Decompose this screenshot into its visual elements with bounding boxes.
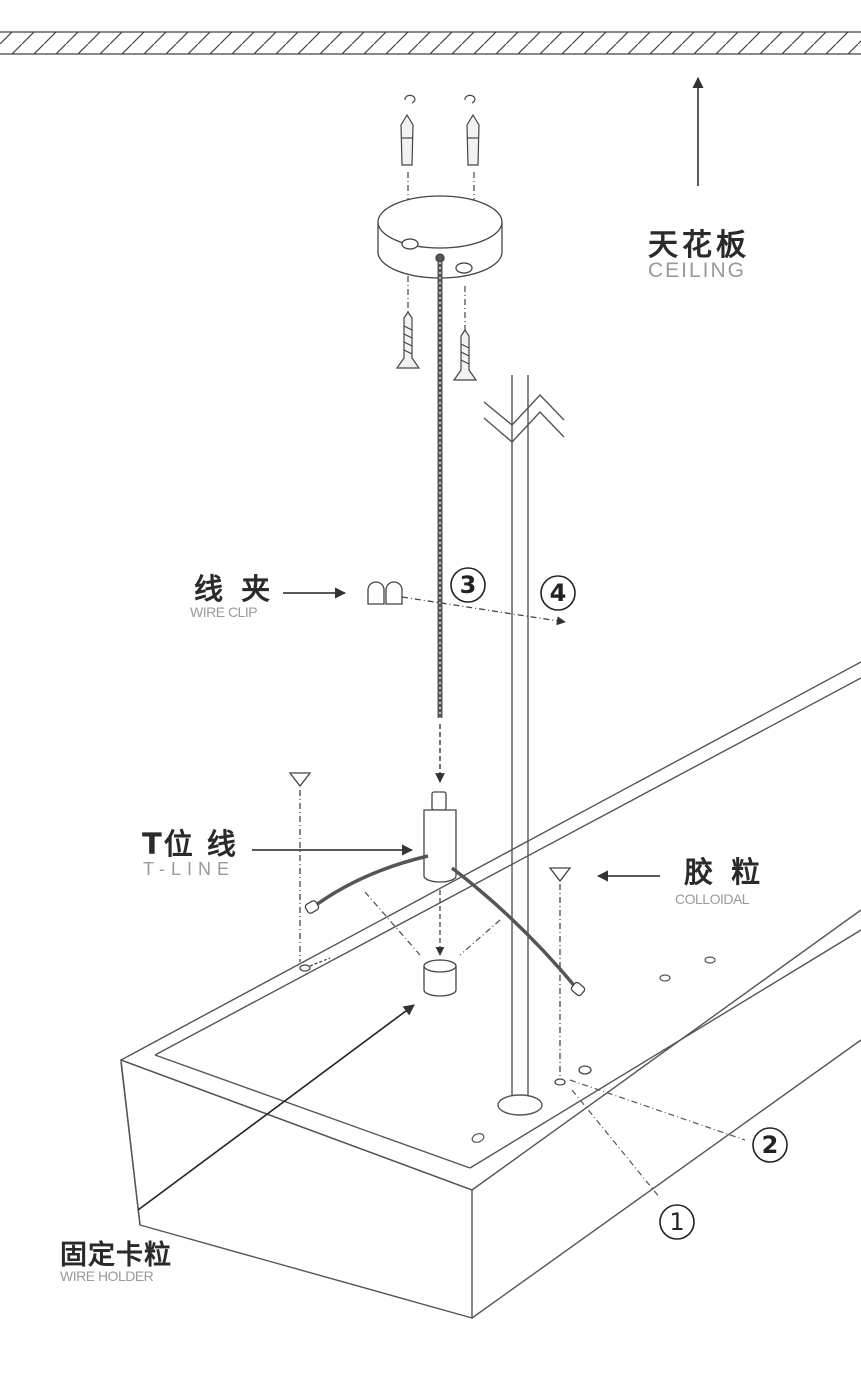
step-4-number: 4 xyxy=(549,579,567,607)
step-3-circle xyxy=(450,567,486,603)
wire-clip-part xyxy=(367,581,566,626)
t-line-label-en: T-LINE xyxy=(143,859,236,879)
wire-holder-part xyxy=(364,891,501,997)
ceiling-canopy xyxy=(377,195,503,279)
body-holes xyxy=(471,956,716,1143)
step-leaders xyxy=(569,1079,746,1199)
wire-holder-arrow xyxy=(137,1004,415,1211)
step-1-circle xyxy=(659,1204,695,1240)
t-line-label-cn: T位 线 xyxy=(142,827,238,861)
step-circles xyxy=(450,567,788,1240)
step-2-number: 2 xyxy=(761,1131,779,1159)
step-1-number: 1 xyxy=(669,1208,685,1236)
wire-clip-label-en: WIRE CLIP xyxy=(190,604,258,620)
t-line-part xyxy=(304,791,586,997)
step-2-circle xyxy=(752,1127,788,1163)
wire-holder-label-en: WIRE HOLDER xyxy=(60,1268,154,1284)
wire-clip-label-cn: 线 夹 xyxy=(194,572,275,606)
colloidal-label-cn: 胶 粒 xyxy=(684,855,765,889)
wire-holder-label-cn: 固定卡粒 xyxy=(60,1240,172,1271)
ceiling-label-en: CEILING xyxy=(648,259,747,282)
ceiling xyxy=(0,31,861,55)
ceiling-label-cn: 天花板 xyxy=(648,228,750,263)
step-3-number: 3 xyxy=(459,571,477,599)
colloidal-label-en: COLLOIDAL xyxy=(675,891,750,907)
step-4-circle xyxy=(540,575,576,611)
lamp-body xyxy=(120,661,861,1319)
screws xyxy=(395,276,478,381)
power-cord xyxy=(483,375,565,1116)
colloidal-parts xyxy=(288,772,592,1086)
wall-anchors xyxy=(400,94,480,210)
